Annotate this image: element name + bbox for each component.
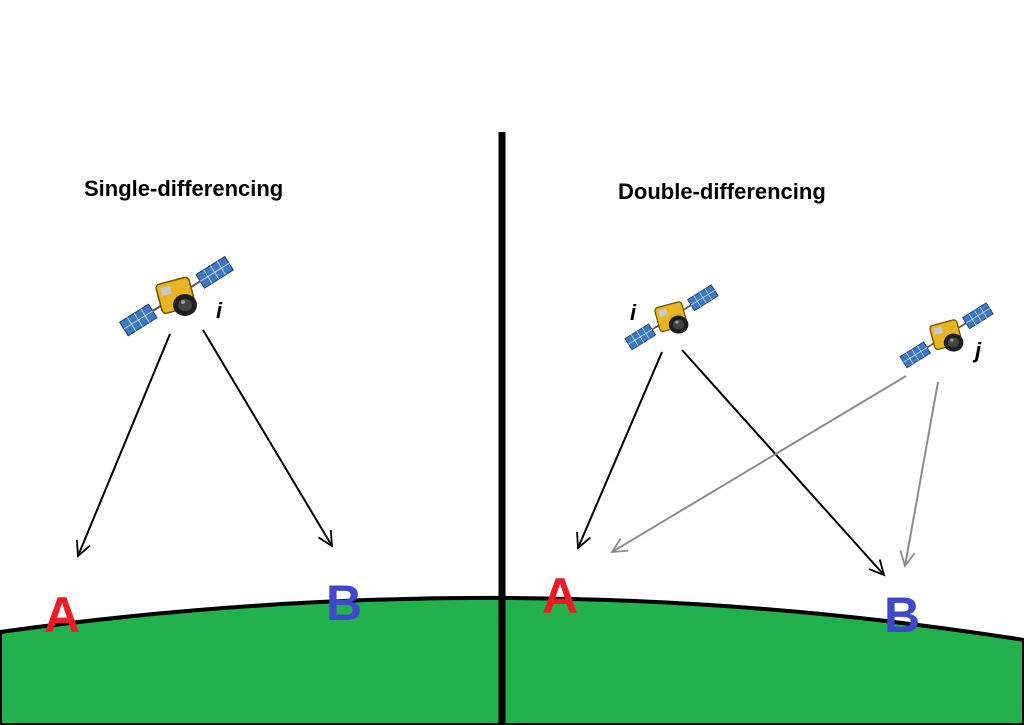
signal-j-to-a-right xyxy=(612,375,907,552)
right-point-b: B xyxy=(884,587,920,643)
satellite-icon xyxy=(118,255,235,337)
left-point-a: A xyxy=(44,587,80,643)
signal-j-to-b-right xyxy=(905,381,939,566)
left-satellite-i xyxy=(118,255,235,337)
ground-earth xyxy=(0,595,1024,725)
right-satellite-label-j: j xyxy=(972,338,982,363)
left-satellite-label-i: i xyxy=(216,298,223,323)
right-satellite-label-i: i xyxy=(630,300,637,325)
right-satellite-i xyxy=(624,283,719,351)
right-point-a: A xyxy=(542,568,578,624)
signal-i-to-b-right xyxy=(681,349,884,575)
satellite-icon xyxy=(624,283,719,351)
signal-i-to-b-left xyxy=(202,329,332,546)
signal-i-to-a-right xyxy=(578,351,663,548)
right-panel-title: Double-differencing xyxy=(618,179,826,204)
signal-i-to-a-left xyxy=(78,333,171,556)
left-point-b: B xyxy=(326,575,362,631)
left-panel-title: Single-differencing xyxy=(84,176,283,201)
